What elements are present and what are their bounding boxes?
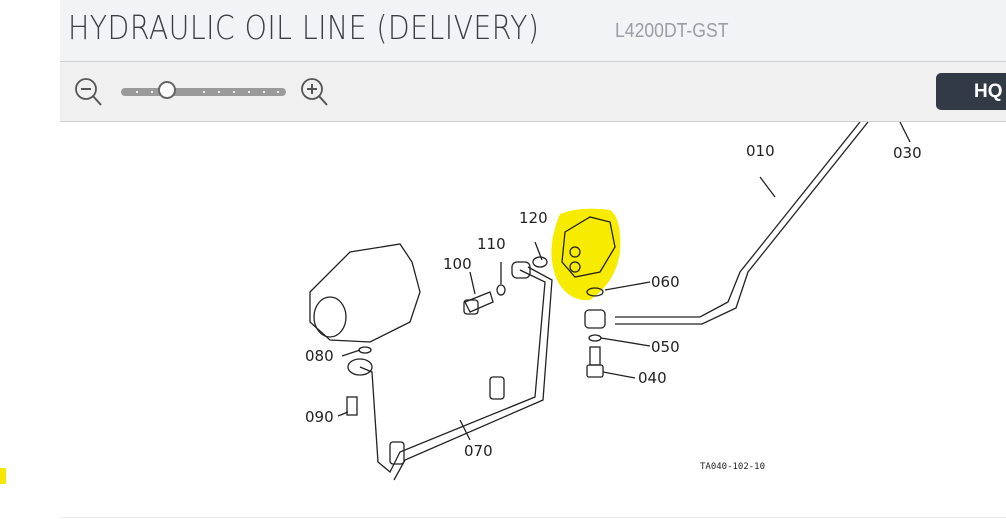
callout-090[interactable]: 090 — [305, 408, 334, 426]
callout-030[interactable]: 030 — [893, 144, 922, 162]
diagram-drawing — [309, 122, 911, 481]
zoom-in-icon[interactable] — [300, 77, 330, 107]
zoom-out-icon[interactable] — [74, 77, 104, 107]
zoom-slider-thumb[interactable] — [157, 81, 176, 99]
page-title: HYDRAULIC OIL LINE (DELIVERY) — [68, 8, 540, 47]
model-number: L4200DT-GST — [615, 20, 729, 42]
callout-050[interactable]: 050 — [651, 338, 680, 356]
callout-100[interactable]: 100 — [443, 255, 472, 273]
divider — [60, 517, 1006, 518]
hq-button[interactable]: HQ — [936, 73, 1006, 110]
callout-060[interactable]: 060 — [651, 273, 680, 291]
callout-110[interactable]: 110 — [477, 235, 506, 253]
callout-040[interactable]: 040 — [638, 369, 667, 387]
callout-080[interactable]: 080 — [305, 347, 334, 365]
callout-120[interactable]: 120 — [519, 209, 548, 227]
pump — [309, 243, 421, 343]
zoom-toolbar: HQ — [60, 62, 1006, 122]
page-header: HYDRAULIC OIL LINE (DELIVERY) L4200DT-GS… — [60, 0, 1006, 62]
zoom-slider[interactable] — [121, 81, 286, 99]
highlighted-part — [551, 208, 621, 301]
callout-010[interactable]: 010 — [746, 142, 775, 160]
parts-diagram: 010 030 120 110 100 060 050 040 080 090 … — [60, 122, 1006, 519]
callout-070[interactable]: 070 — [464, 442, 493, 460]
highlight-marker — [0, 468, 6, 484]
drawing-code: TA040-102-10 — [700, 462, 766, 472]
